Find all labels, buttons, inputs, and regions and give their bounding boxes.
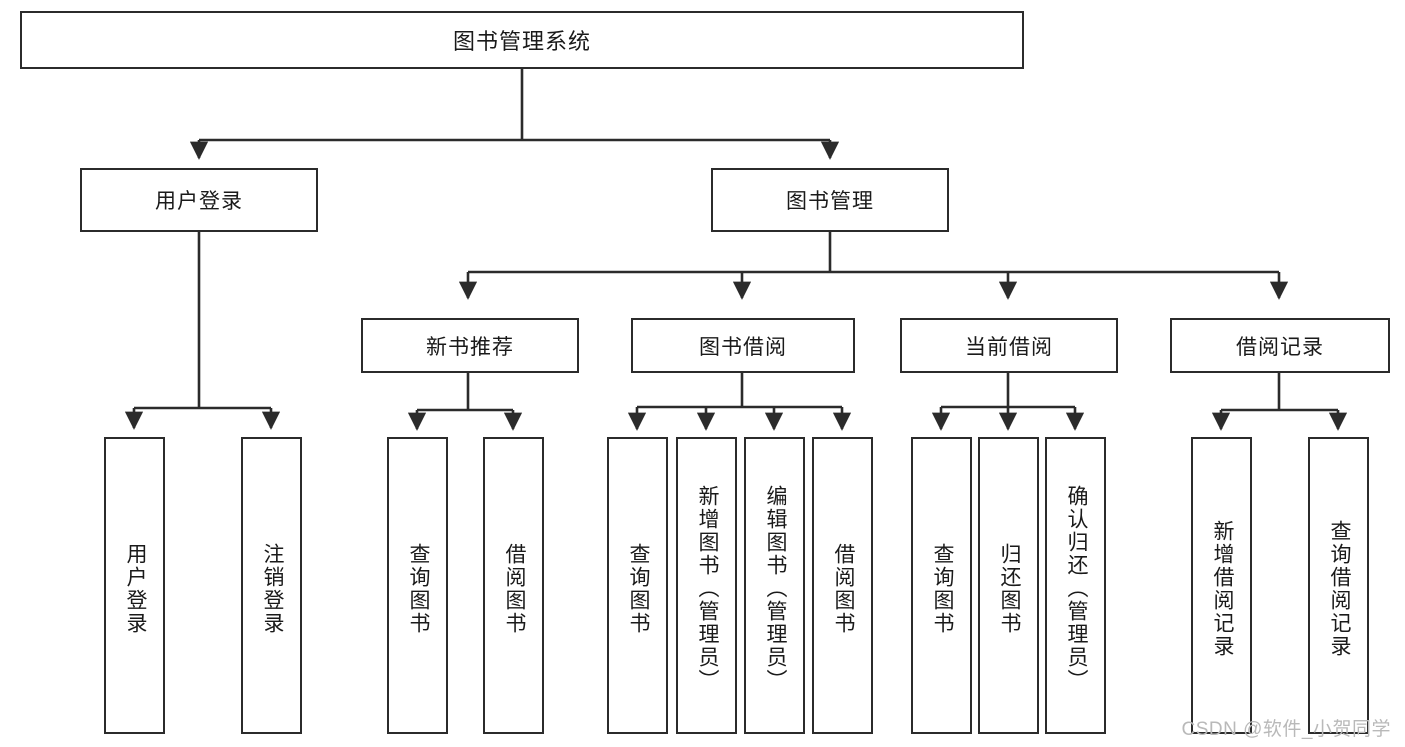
leaf-recommend-borrow-book[interactable]: 借阅图书	[483, 437, 544, 734]
node-user-login[interactable]: 用户登录	[80, 168, 318, 232]
leaf-records-query-record[interactable]: 查询借阅记录	[1308, 437, 1369, 734]
leaf-borrow-edit-book-admin[interactable]: 编辑图书（管理员）	[744, 437, 805, 734]
leaf-label: 注销登录	[260, 542, 284, 635]
leaf-recommend-query-book[interactable]: 查询图书	[387, 437, 448, 734]
leaf-label: 新增借阅记录	[1210, 519, 1234, 658]
leaf-label: 新增图书（管理员）	[695, 485, 719, 692]
watermark: CSDN @软件_小贺同学	[1181, 719, 1391, 740]
leaf-user-login-login[interactable]: 用户登录	[104, 437, 165, 734]
leaf-current-return-book[interactable]: 归还图书	[978, 437, 1039, 734]
leaf-label: 借阅图书	[502, 542, 526, 635]
node-book-borrow[interactable]: 图书借阅	[631, 318, 855, 373]
node-root[interactable]: 图书管理系统	[20, 11, 1024, 69]
leaf-label: 查询图书	[626, 542, 650, 635]
leaf-label: 查询图书	[930, 542, 954, 635]
leaf-label: 用户登录	[123, 542, 147, 635]
node-borrow-records[interactable]: 借阅记录	[1170, 318, 1390, 373]
leaf-current-query-book[interactable]: 查询图书	[911, 437, 972, 734]
leaf-records-add-record[interactable]: 新增借阅记录	[1191, 437, 1252, 734]
leaf-label: 归还图书	[997, 542, 1021, 635]
leaf-label: 查询借阅记录	[1327, 519, 1351, 658]
leaf-borrow-query-book[interactable]: 查询图书	[607, 437, 668, 734]
leaf-label: 查询图书	[406, 542, 430, 635]
node-book-management[interactable]: 图书管理	[711, 168, 949, 232]
node-new-book-recommend[interactable]: 新书推荐	[361, 318, 579, 373]
leaf-label: 借阅图书	[831, 542, 855, 635]
leaf-current-confirm-return-admin[interactable]: 确认归还（管理员）	[1045, 437, 1106, 734]
leaf-borrow-add-book-admin[interactable]: 新增图书（管理员）	[676, 437, 737, 734]
leaf-label: 编辑图书（管理员）	[763, 485, 787, 692]
leaf-label: 确认归还（管理员）	[1064, 485, 1088, 692]
leaf-user-login-logout[interactable]: 注销登录	[241, 437, 302, 734]
node-current-borrow[interactable]: 当前借阅	[900, 318, 1118, 373]
leaf-borrow-borrow-book[interactable]: 借阅图书	[812, 437, 873, 734]
